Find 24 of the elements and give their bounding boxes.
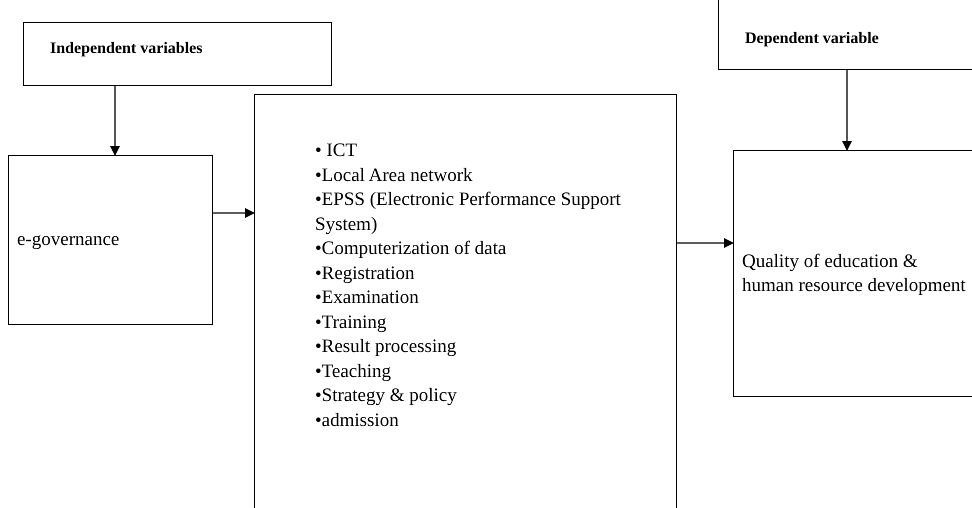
arrow bbox=[842, 70, 852, 151]
box-text: Independent variables bbox=[50, 39, 202, 59]
list-item: •Registration bbox=[315, 262, 415, 286]
arrow bbox=[213, 208, 255, 218]
box-text: e-governance bbox=[17, 228, 120, 252]
box-text: Quality of education & human resource development bbox=[742, 250, 967, 298]
process-box bbox=[8, 155, 213, 325]
heading-box bbox=[23, 22, 332, 86]
list-item: •Teaching bbox=[315, 360, 392, 384]
arrow bbox=[677, 238, 734, 248]
list-item: •EPSS (Electronic Performance Support System) bbox=[315, 188, 622, 236]
list-item: •Local Area network bbox=[315, 164, 473, 188]
list-item: •Strategy & policy bbox=[315, 384, 457, 408]
box-text: Dependent variable bbox=[745, 29, 879, 49]
list-box bbox=[254, 94, 677, 508]
list-item: • ICT bbox=[315, 139, 358, 163]
list-item: •Result processing bbox=[315, 335, 456, 359]
process-box bbox=[733, 150, 972, 397]
arrow bbox=[110, 86, 120, 156]
list-item: •Training bbox=[315, 310, 386, 334]
list-item: •Computerization of data bbox=[315, 237, 506, 261]
heading-box bbox=[718, 0, 972, 70]
list-item: •Examination bbox=[315, 286, 419, 310]
list-item: •admission bbox=[315, 408, 399, 432]
